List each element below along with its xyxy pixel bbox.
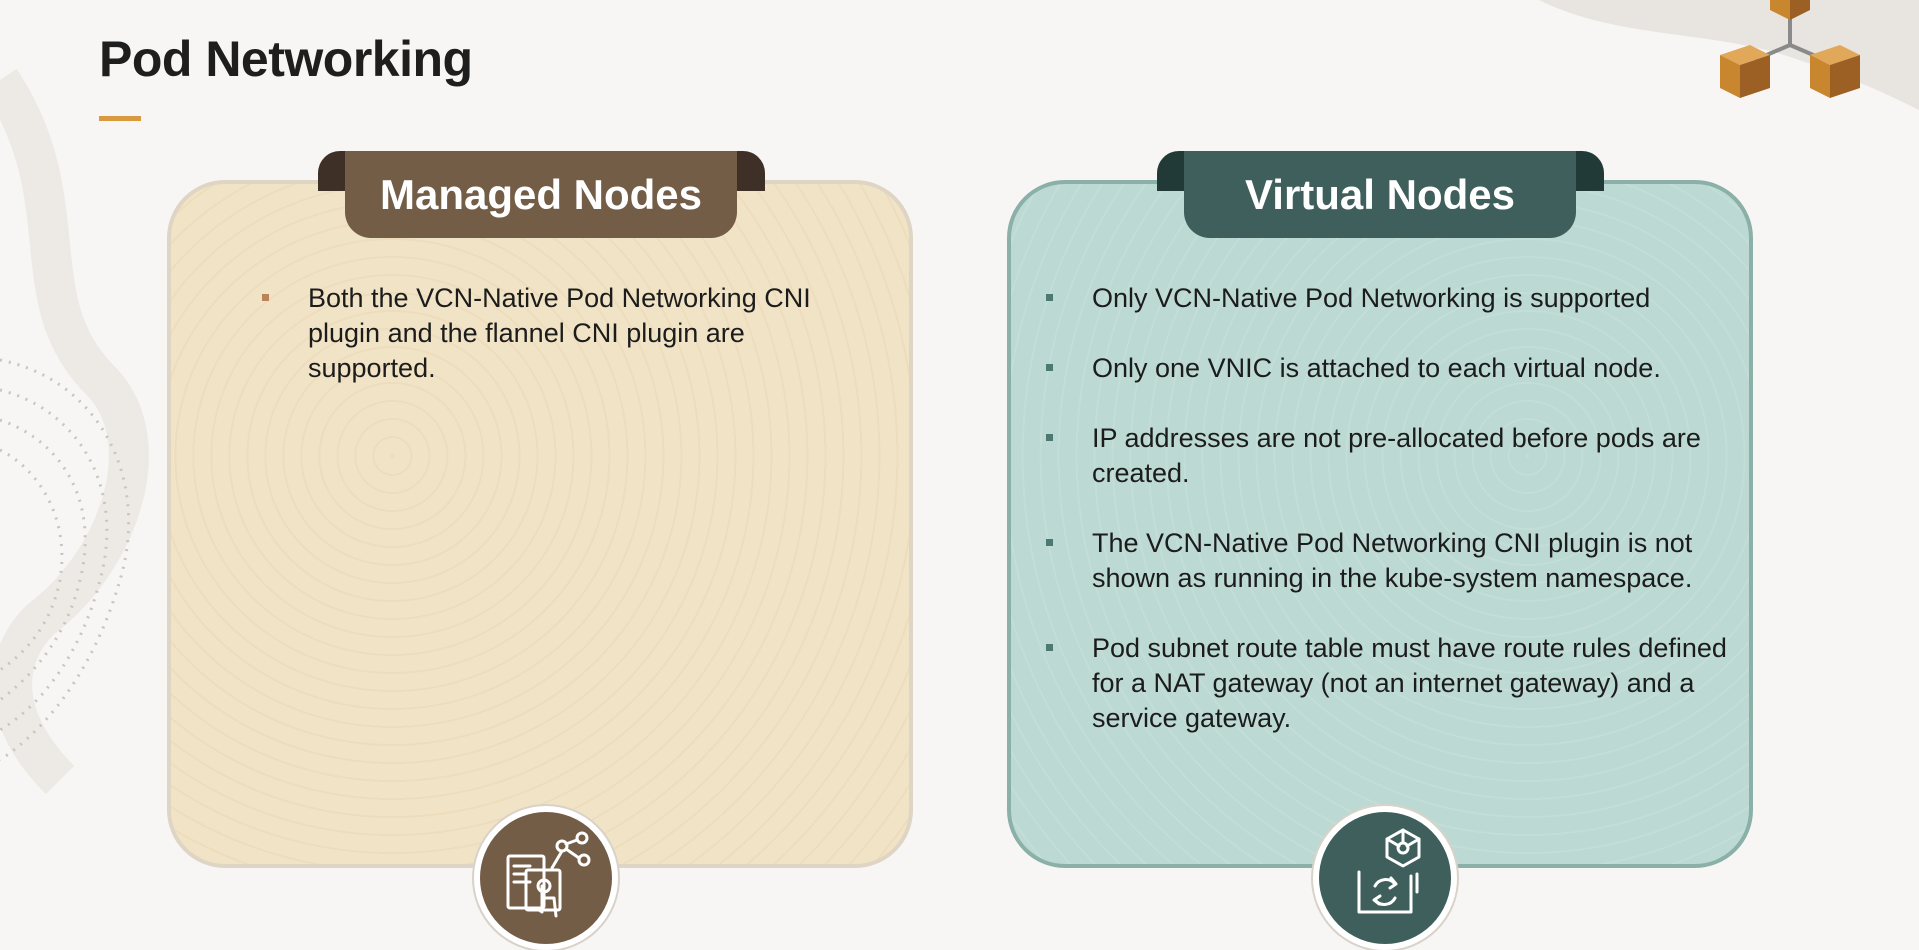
virtual-node-sync-icon: [1313, 806, 1457, 950]
list-item: Pod subnet route table must have route r…: [1046, 631, 1732, 736]
touchscreen-network-icon: [474, 806, 618, 950]
list-item: IP addresses are not pre-allocated befor…: [1046, 421, 1732, 491]
cubes-logo-icon: [1720, 0, 1860, 98]
list-item: Only VCN-Native Pod Networking is suppor…: [1046, 281, 1732, 316]
managed-nodes-title: Managed Nodes: [345, 151, 737, 238]
virtual-nodes-title: Virtual Nodes: [1184, 151, 1576, 238]
virtual-nodes-bullets: Only VCN-Native Pod Networking is suppor…: [1046, 281, 1732, 771]
managed-nodes-bullets: Both the VCN-Native Pod Networking CNI p…: [262, 281, 828, 386]
list-item: The VCN-Native Pod Networking CNI plugin…: [1046, 526, 1732, 596]
decorative-swirl-top-right: [1539, 0, 1919, 110]
title-underline: [99, 116, 141, 121]
decorative-swirl-left: [0, 68, 149, 795]
page-title: Pod Networking: [99, 31, 473, 87]
list-item: Both the VCN-Native Pod Networking CNI p…: [262, 281, 828, 386]
managed-nodes-card: [167, 180, 913, 868]
list-item: Only one VNIC is attached to each virtua…: [1046, 351, 1732, 386]
